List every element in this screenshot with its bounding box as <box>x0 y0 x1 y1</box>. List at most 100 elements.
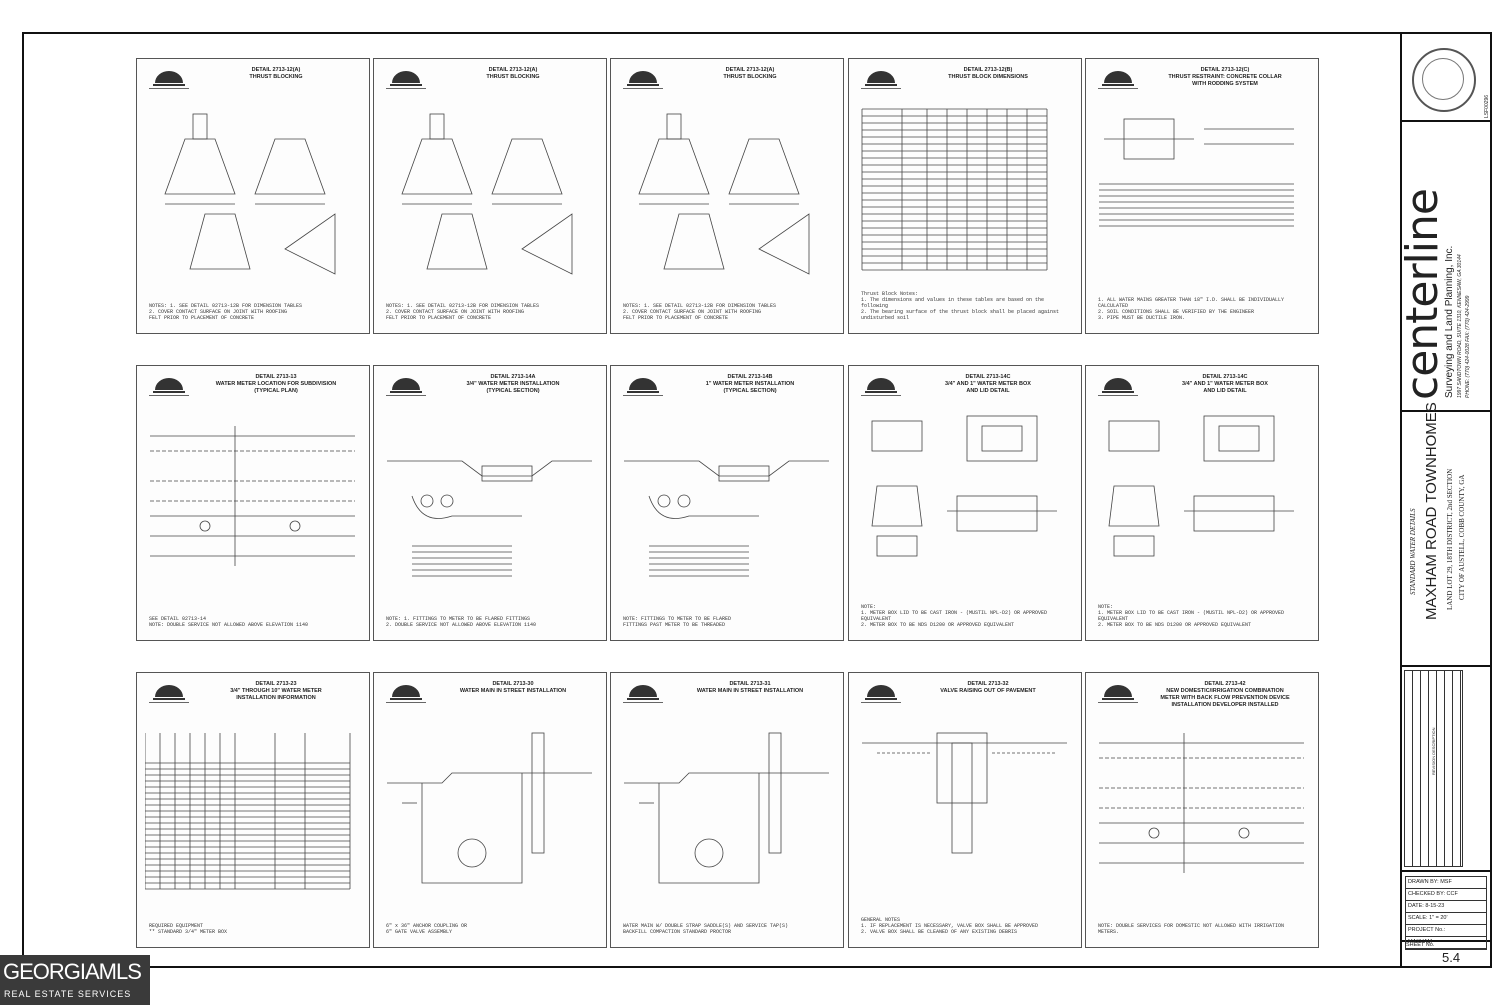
detail-notes: NOTES: 1. SEE DETAIL 02713-12B FOR DIMEN… <box>149 303 359 321</box>
detail-title-line: AND LID DETAIL <box>966 388 1010 394</box>
detail-drawing <box>150 426 355 566</box>
sheet-number: 5.4 <box>1442 950 1461 965</box>
detail-note: BACKFILL COMPACTION STANDARD PROCTOR <box>623 929 732 935</box>
license-number: LSF00296 <box>1484 94 1490 118</box>
detail-title-line: DETAIL 2713-42 <box>1204 681 1246 687</box>
detail-note: GENERAL NOTES <box>861 917 901 923</box>
detail-notes: WATER MAIN W/ DOUBLE STRAP SADDLE(S) AND… <box>623 923 833 935</box>
city-logo <box>386 685 426 703</box>
detail-drawing <box>387 732 592 884</box>
detail-notes: NOTES: 1. SEE DETAIL 02713-12B FOR DIMEN… <box>623 303 833 321</box>
project-no: MAXHAM <box>1406 937 1486 949</box>
detail-drawing <box>871 415 1057 557</box>
detail-title-line: NEW DOMESTIC/IRRIGATION COMBINATION <box>1166 688 1284 694</box>
detail-notes: NOTES: 1. SEE DETAIL 02713-12B FOR DIMEN… <box>386 303 596 321</box>
detail-note: 2. VALVE BOX SHALL BE CLEANED OF ANY EXI… <box>861 929 1018 935</box>
city-logo <box>623 685 663 703</box>
detail-title-line: DETAIL 2713-14C <box>965 374 1011 380</box>
detail-notes: REQUIRED EQUIPMENT** STANDARD 3/4" METER… <box>149 923 359 935</box>
detail-notes: 1. ALL WATER MAINS GREATER THAN 18" I.D.… <box>1098 297 1308 321</box>
detail-note: 2. COVER CONTACT SURFACE ON JOINT WITH R… <box>386 309 525 315</box>
detail-title-line: DETAIL 2713-30 <box>492 681 534 687</box>
detail-title-line: WATER METER LOCATION FOR SUBDIVISION <box>215 381 337 387</box>
company-logo: centerline <box>1397 189 1448 400</box>
city-logo <box>386 71 426 89</box>
detail-note: 6" x 36" ANCHOR COUPLING OR <box>386 923 468 929</box>
revision-table <box>1404 670 1463 867</box>
detail-title-line: DETAIL 2713-12(B) <box>963 67 1013 73</box>
detail-notes: NOTE: DOUBLE SERVICES FOR DOMESTIC NOT A… <box>1098 923 1308 935</box>
detail-title-line: 3/4" AND 1" WATER METER BOX <box>1182 381 1268 387</box>
detail-title-line: 1" WATER METER INSTALLATION <box>705 381 795 387</box>
project-location-1: LAND LOT 29, 18TH DISTRICT, 2nd SECTION <box>1446 468 1454 610</box>
detail-title: DETAIL 2713-12(B)THRUST BLOCK DIMENSIONS <box>899 67 1077 81</box>
detail-note: FELT PRIOR TO PLACEMENT OF CONCRETE <box>386 315 492 321</box>
detail-title-line: DETAIL 2713-32 <box>967 681 1009 687</box>
sheet-subject: STANDARD WATER DETAILS <box>1409 508 1417 596</box>
city-logo <box>623 71 663 89</box>
detail-panel: DETAIL 2713-12(A)THRUST BLOCKING NOTES: … <box>136 58 370 334</box>
detail-title-line: 3/4" WATER METER INSTALLATION <box>466 381 560 387</box>
detail-drawing <box>624 460 829 577</box>
detail-note: 2. SOIL CONDITIONS SHALL BE VERIFIED BY … <box>1098 309 1255 315</box>
checked-by: CHECKED BY: CCF <box>1406 889 1486 901</box>
detail-note: NOTE: FITTINGS TO METER TO BE FLARED <box>623 616 732 622</box>
detail-title-line: THRUST BLOCKING <box>486 74 540 80</box>
detail-note: NOTES: 1. SEE DETAIL 02713-12B FOR DIMEN… <box>386 303 540 309</box>
city-logo <box>861 378 901 396</box>
date: DATE: 8-15-23 <box>1406 901 1486 913</box>
detail-note: WATER MAIN W/ DOUBLE STRAP SADDLE(S) AND… <box>623 923 789 929</box>
detail-title-line: THRUST RESTRAINT: CONCRETE COLLAR <box>1168 74 1282 80</box>
surveyor-seal <box>1412 48 1476 112</box>
detail-title-line: DETAIL 2713-12(A) <box>488 67 538 73</box>
detail-panel: DETAIL 2713-12(B)THRUST BLOCK DIMENSIONS… <box>848 58 1082 334</box>
detail-note: 2. COVER CONTACT SURFACE ON JOINT WITH R… <box>149 309 288 315</box>
title-block <box>1400 32 1492 968</box>
detail-drawing <box>862 732 1067 854</box>
city-logo <box>149 685 189 703</box>
detail-title-line: INSTALLATION DEVELOPER INSTALLED <box>1171 702 1279 708</box>
city-logo <box>149 71 189 89</box>
project-title: MAXHAM ROAD TOWNHOMES <box>1423 402 1440 620</box>
detail-drawing <box>861 108 1048 271</box>
detail-note: REQUIRED EQUIPMENT <box>149 923 204 929</box>
detail-drawing <box>624 732 829 884</box>
detail-title-line: DETAIL 2713-14B <box>727 374 773 380</box>
detail-notes: NOTE:1. METER BOX LID TO BE CAST IRON - … <box>861 604 1071 628</box>
mls-tagline: REAL ESTATE SERVICES <box>4 989 132 999</box>
detail-title: DETAIL 2713-12(C)THRUST RESTRAINT: CONCR… <box>1136 67 1314 88</box>
detail-drawing <box>401 113 573 275</box>
detail-note: NOTES: 1. SEE DETAIL 02713-12B FOR DIMEN… <box>149 303 303 309</box>
detail-title-line: 3/4" AND 1" WATER METER BOX <box>945 381 1031 387</box>
detail-title-line: DETAIL 2713-31 <box>729 681 771 687</box>
detail-title-line: (TYPICAL SECTION) <box>486 388 540 394</box>
company-subtitle: Surveying and Land Planning, Inc. <box>1444 245 1455 398</box>
detail-note: 1. METER BOX LID TO BE CAST IRON - (MUST… <box>1098 610 1285 622</box>
detail-note: 3. PIPE MUST BE DUCTILE IRON. <box>1098 315 1186 321</box>
detail-note: 2. METER BOX TO BE NDS D1200 OR APPROVED… <box>1098 622 1252 628</box>
detail-title-line: DETAIL 2713-14C <box>1202 374 1248 380</box>
detail-note: ** STANDARD 3/4" METER BOX <box>149 929 228 935</box>
detail-title-line: INSTALLATION INFORMATION <box>236 695 316 701</box>
scale: SCALE: 1" = 20' <box>1406 913 1486 925</box>
detail-title: DETAIL 2713-12(A)THRUST BLOCKING <box>424 67 602 81</box>
detail-note: 2. The bearing surface of the thrust blo… <box>861 309 1060 321</box>
detail-note: 6" GATE VALVE ASSEMBLY <box>386 929 453 935</box>
company-phone: PHONE: (770) 424-0028 FAX: (770) 424-299… <box>1465 295 1471 398</box>
detail-title-line: (TYPICAL SECTION) <box>723 388 777 394</box>
detail-note: NOTE: DOUBLE SERVICES FOR DOMESTIC NOT A… <box>1098 923 1285 935</box>
detail-note: 2. DOUBLE SERVICE NOT ALLOWED ABOVE ELEV… <box>386 622 537 628</box>
